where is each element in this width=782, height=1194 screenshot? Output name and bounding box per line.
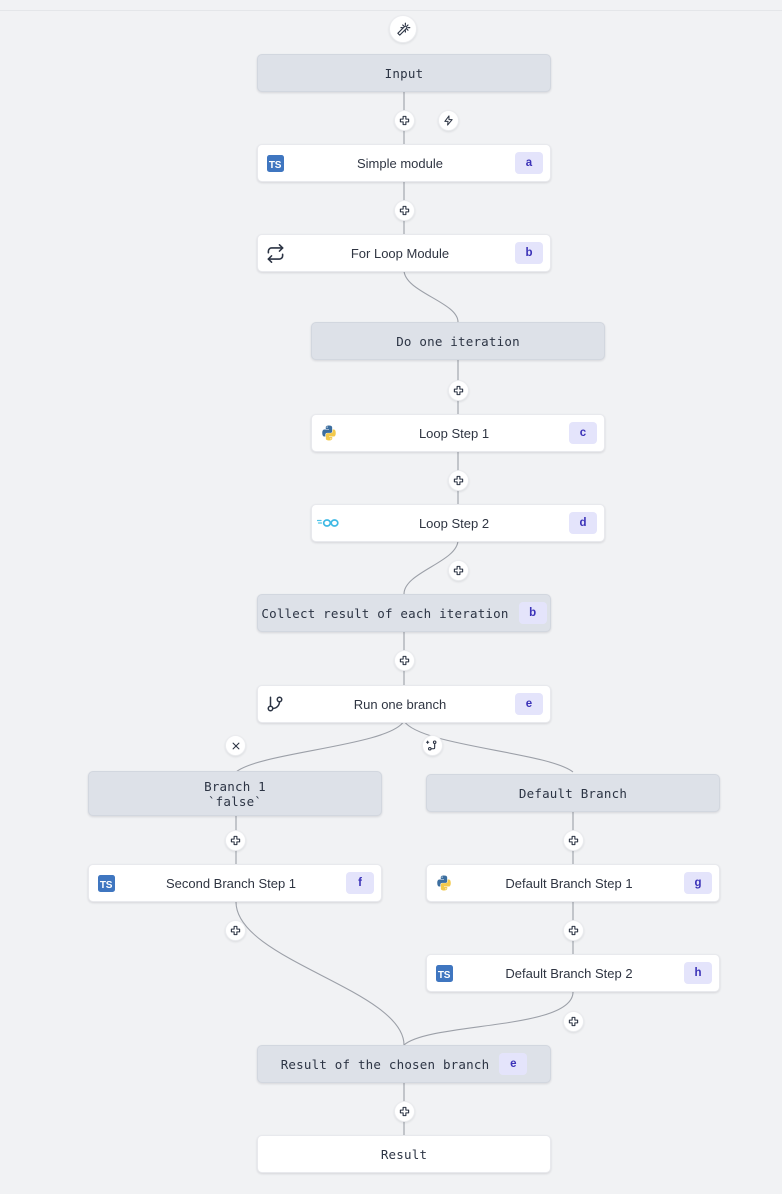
close-icon[interactable] xyxy=(225,735,246,756)
badge-e: e xyxy=(515,693,543,715)
node-input-label: Input xyxy=(384,65,424,81)
node-collect-result[interactable]: Collect result of each iteration b xyxy=(257,594,551,632)
node-simple-module-badge-slot: a xyxy=(508,152,550,174)
node-run-one-branch-label: Run one branch xyxy=(353,696,447,712)
typescript-icon: TS xyxy=(258,154,292,172)
add-step-button[interactable] xyxy=(563,830,584,851)
git-branch-icon xyxy=(258,695,292,713)
node-for-loop-badge-slot: b xyxy=(508,242,550,264)
node-loop-step-1[interactable]: Loop Step 1 c xyxy=(311,414,605,452)
add-branch-icon[interactable] xyxy=(422,735,443,756)
node-default-branch-step-2[interactable]: TS Default Branch Step 2 h xyxy=(426,954,720,992)
python-icon xyxy=(312,424,346,442)
node-result[interactable]: Result xyxy=(257,1135,551,1173)
add-step-button[interactable] xyxy=(394,110,415,131)
node-input[interactable]: Input xyxy=(257,54,551,92)
node-branch-1-label: Branch 1 xyxy=(204,778,266,794)
badge-d: d xyxy=(569,512,597,534)
node-run-one-branch-badge-slot: e xyxy=(508,693,550,715)
node-second-branch-step-1[interactable]: TS Second Branch Step 1 f xyxy=(88,864,382,902)
add-step-button[interactable] xyxy=(448,470,469,491)
node-loop-step-2-badge-slot: d xyxy=(562,512,604,534)
node-default-branch-step-2-label: Default Branch Step 2 xyxy=(505,965,633,981)
node-default-branch-step-1-label: Default Branch Step 1 xyxy=(505,875,633,891)
add-step-button[interactable] xyxy=(394,650,415,671)
add-step-button[interactable] xyxy=(448,380,469,401)
node-result-of-chosen-branch[interactable]: Result of the chosen branch e xyxy=(257,1045,551,1083)
node-default-branch-label: Default Branch xyxy=(518,785,628,801)
node-loop-step-2-label: Loop Step 2 xyxy=(418,515,490,531)
badge-e-chosen: e xyxy=(499,1053,528,1075)
add-step-button[interactable] xyxy=(448,560,469,581)
typescript-icon: TS xyxy=(427,964,461,982)
badge-b-collect: b xyxy=(518,602,547,624)
node-simple-module[interactable]: TS Simple module a xyxy=(257,144,551,182)
loop-icon xyxy=(258,243,292,263)
badge-h: h xyxy=(684,962,712,984)
node-default-branch[interactable]: Default Branch xyxy=(426,774,720,812)
node-default-branch-step-2-badge-slot: h xyxy=(677,962,719,984)
node-result-label: Result xyxy=(380,1146,428,1162)
node-for-loop-module-label: For Loop Module xyxy=(350,245,450,261)
node-run-one-branch[interactable]: Run one branch e xyxy=(257,685,551,723)
add-step-button[interactable] xyxy=(563,920,584,941)
node-simple-module-label: Simple module xyxy=(357,155,443,171)
node-branch-1[interactable]: Branch 1 `false` xyxy=(88,771,382,816)
node-collect-result-label: Collect result of each iteration xyxy=(261,605,509,621)
node-loop-step-1-label: Loop Step 1 xyxy=(418,425,490,441)
node-loop-step-2[interactable]: Loop Step 2 d xyxy=(311,504,605,542)
add-step-button[interactable] xyxy=(225,830,246,851)
node-branch-1-condition: `false` xyxy=(207,793,263,809)
add-step-button[interactable] xyxy=(394,200,415,221)
lightning-bolt-icon[interactable] xyxy=(438,110,459,131)
node-result-of-chosen-branch-label: Result of the chosen branch xyxy=(280,1056,490,1072)
magic-wand-icon[interactable] xyxy=(389,15,417,43)
node-do-one-iteration-label: Do one iteration xyxy=(396,333,520,349)
node-second-branch-step-1-badge-slot: f xyxy=(339,872,381,894)
badge-f: f xyxy=(346,872,374,894)
node-loop-step-1-badge-slot: c xyxy=(562,422,604,444)
add-step-button[interactable] xyxy=(225,920,246,941)
badge-b: b xyxy=(515,242,543,264)
add-step-button[interactable] xyxy=(563,1011,584,1032)
typescript-icon: TS xyxy=(89,874,123,892)
node-default-branch-step-1-badge-slot: g xyxy=(677,872,719,894)
go-icon xyxy=(312,516,346,530)
node-do-one-iteration[interactable]: Do one iteration xyxy=(311,322,605,360)
badge-c: c xyxy=(569,422,597,444)
badge-g: g xyxy=(684,872,712,894)
badge-a: a xyxy=(515,152,543,174)
node-second-branch-step-1-label: Second Branch Step 1 xyxy=(165,875,297,891)
add-step-button[interactable] xyxy=(394,1101,415,1122)
node-default-branch-step-1[interactable]: Default Branch Step 1 g xyxy=(426,864,720,902)
python-icon xyxy=(427,874,461,892)
top-divider xyxy=(0,10,782,11)
node-for-loop-module[interactable]: For Loop Module b xyxy=(257,234,551,272)
